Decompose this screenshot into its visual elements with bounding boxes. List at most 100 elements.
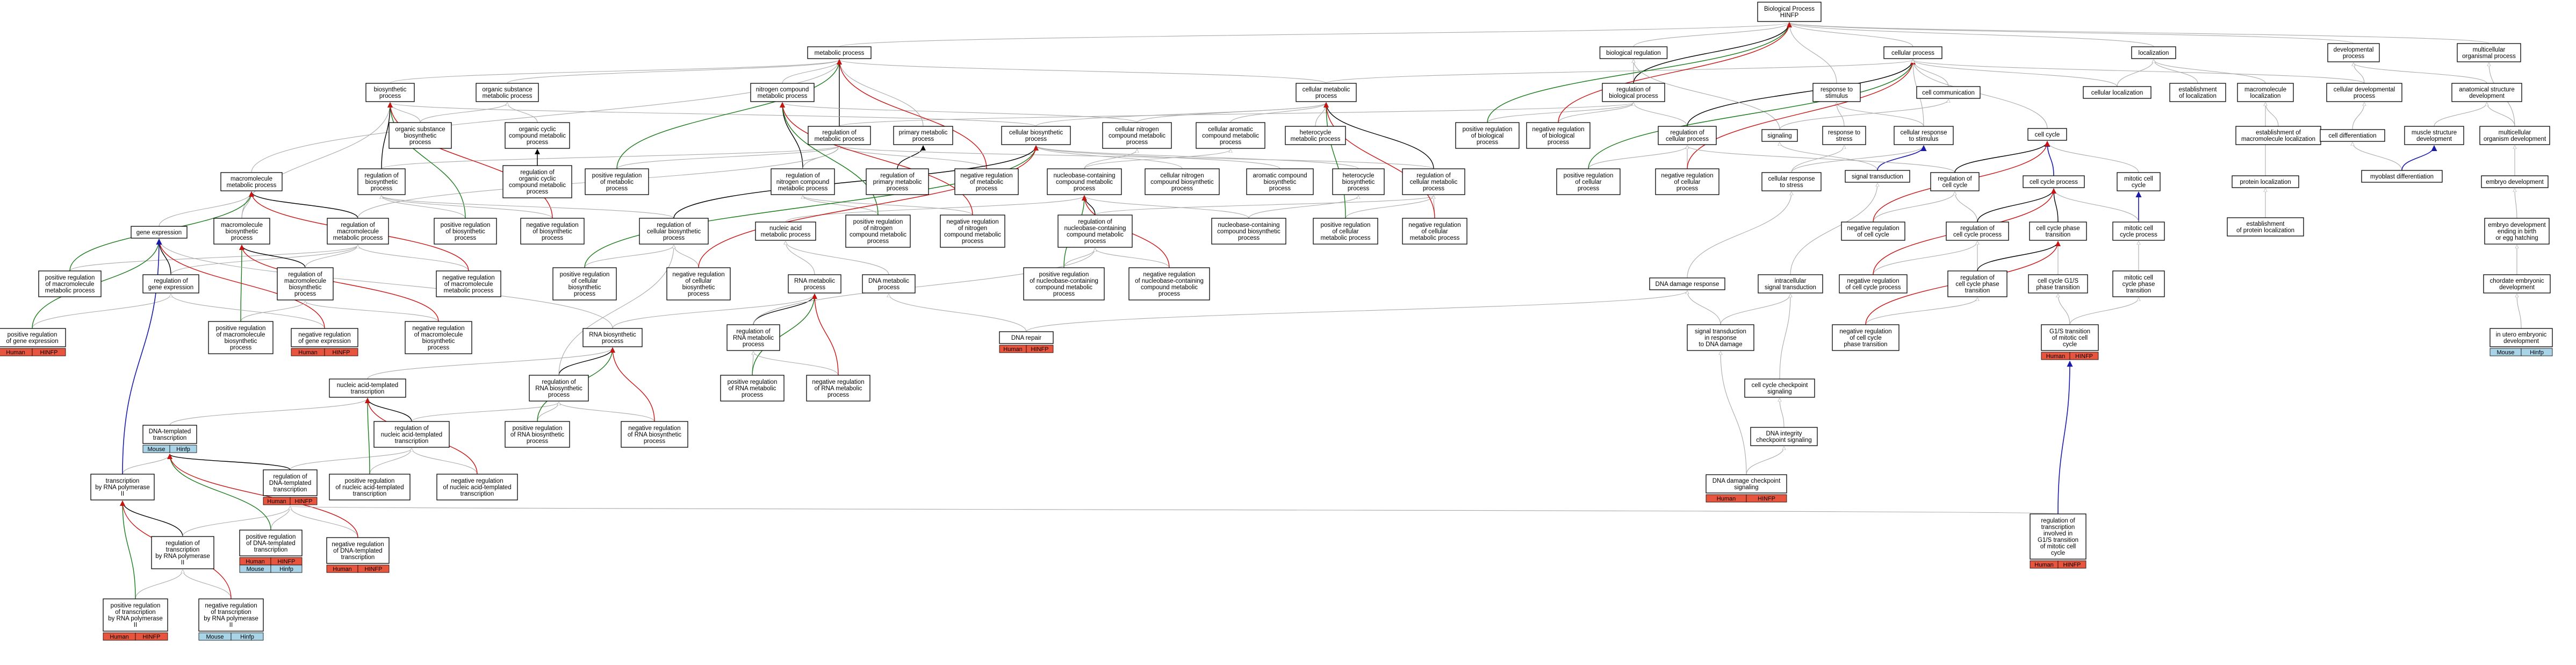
go-term-localization[interactable]: localization	[2131, 46, 2176, 59]
go-term-cellproc[interactable]: cellular process	[1883, 46, 1942, 59]
go-term-cellcycproc[interactable]: cell cycle process	[2023, 175, 2085, 188]
go-term-myoblast[interactable]: myoblast differentiation	[2361, 170, 2443, 183]
go-term-regdnatemp[interactable]: regulation ofDNA-templatedtranscriptionH…	[263, 469, 318, 505]
go-term-sigtrans[interactable]: signal transduction	[1845, 170, 1910, 183]
go-term-embdev[interactable]: embryo development	[2481, 175, 2549, 188]
go-term-geneexp[interactable]: gene expression	[131, 226, 188, 239]
go-term-cellcycle[interactable]: cell cycle	[2027, 128, 2067, 141]
go-term-protloc[interactable]: protein localization	[2232, 175, 2299, 188]
go-term-dnadamresp[interactable]: DNA damage response	[1649, 277, 1725, 290]
go-term-signaling[interactable]: signaling	[1761, 129, 1798, 142]
go-term-regmacrobio[interactable]: regulation ofmacromoleculebiosyntheticpr…	[277, 267, 334, 301]
go-term-cellcomm[interactable]: cell communication	[1916, 86, 1981, 99]
go-term-metabolic[interactable]: metabolic process	[807, 46, 872, 59]
go-term-celldiff[interactable]: cell differentiation	[2320, 129, 2385, 142]
go-term-regnucbase[interactable]: regulation ofnucleobase-containingcompou…	[1057, 214, 1133, 248]
